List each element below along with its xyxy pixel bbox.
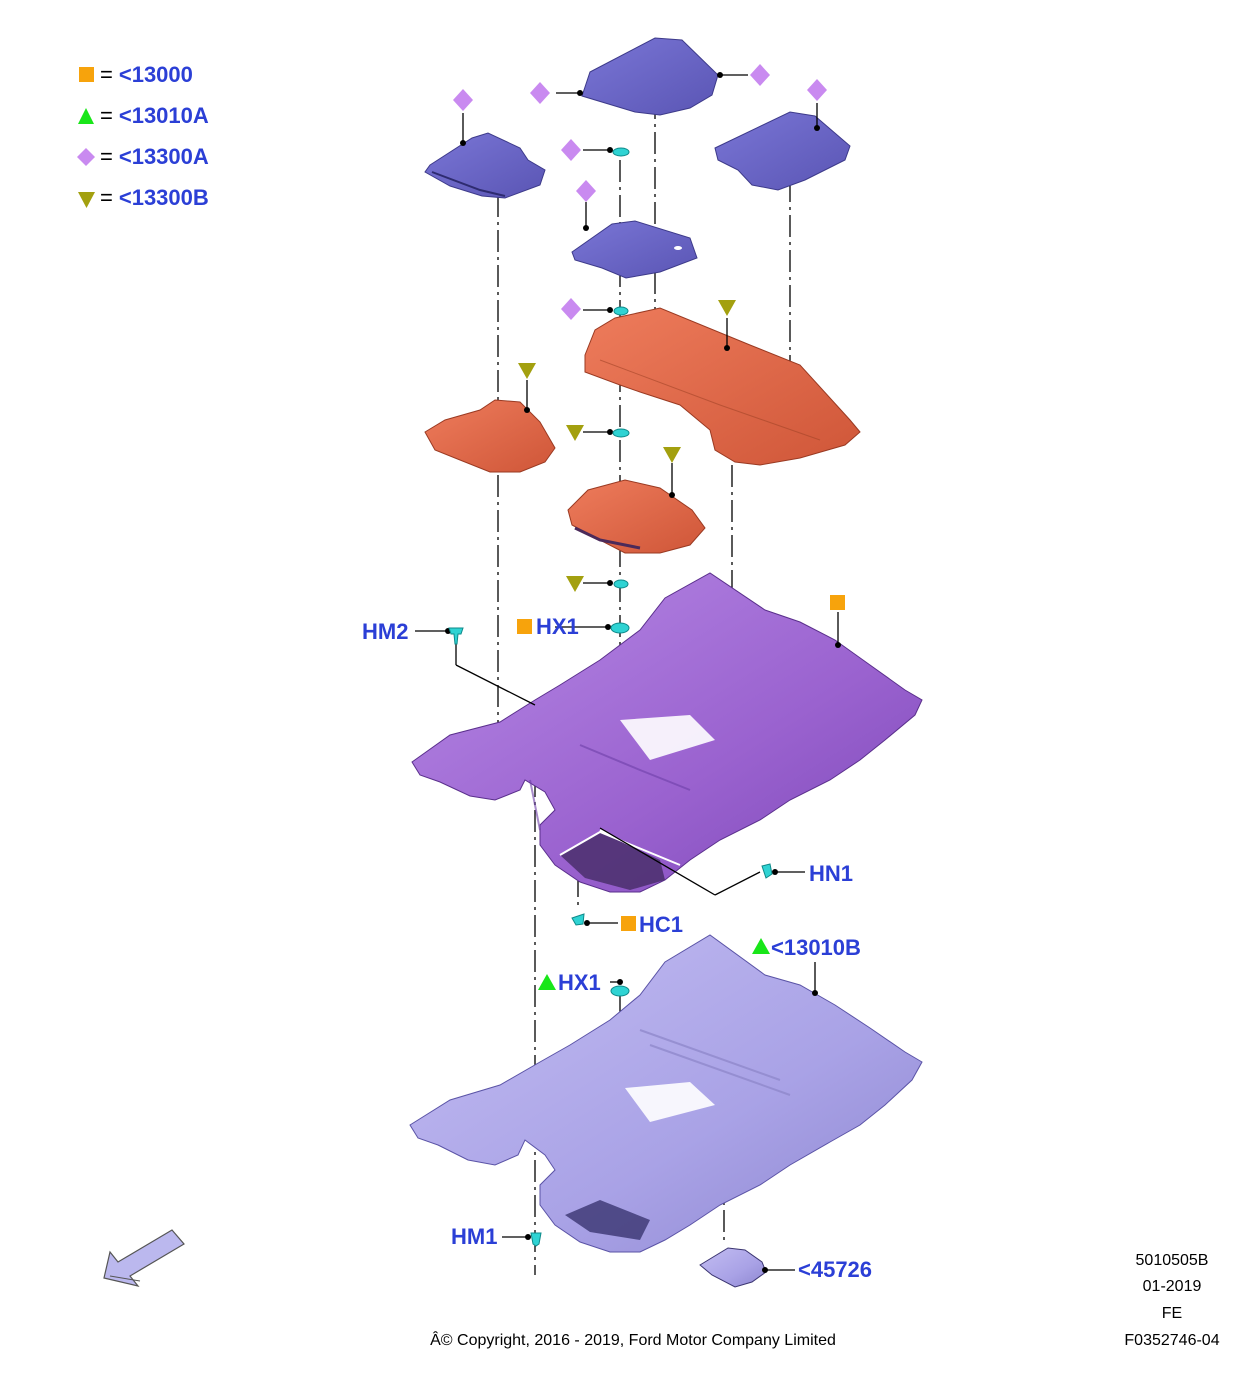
insulator-front-left (424, 399, 556, 473)
violet-diamond-icon (807, 79, 827, 101)
clip-icon (612, 147, 630, 157)
clip-icon (613, 306, 629, 316)
clip-icon (530, 1232, 542, 1247)
callout-45726: <45726 (798, 1257, 873, 1282)
olive-triangle-icon (566, 576, 584, 592)
green-triangle-icon (538, 974, 556, 990)
legend-label: <13300B (118, 185, 209, 210)
callout-hm1: HM1 (451, 1224, 498, 1249)
orange-square-icon (621, 916, 636, 931)
violet-diamond-icon (750, 64, 770, 86)
callout-hx1-lower: HX1 (558, 970, 601, 995)
copyright-notice: Â© Copyright, 2016 - 2019, Ford Motor Co… (0, 1332, 1260, 1350)
callout-hc1: HC1 (639, 912, 684, 937)
legend-symbols (77, 67, 95, 208)
direction-arrow-icon (103, 1229, 185, 1287)
violet-diamond-icon (561, 298, 581, 320)
legend-label: <13010A (118, 103, 209, 128)
legend-label: <13300A (118, 144, 209, 169)
legend-item-13000: =<13000 (100, 62, 193, 87)
clip-icon (571, 913, 585, 926)
bracket-part (699, 1247, 767, 1288)
legend-green-triangle-icon (78, 108, 94, 124)
clip-icon (610, 985, 630, 997)
insulator-rear (584, 307, 861, 466)
legend-label: <13000 (118, 62, 193, 87)
violet-diamond-icon (561, 139, 581, 161)
clip-icon (612, 428, 630, 438)
floor-mat-center (571, 220, 698, 279)
legend-olive-triangle-icon (78, 192, 95, 208)
olive-triangle-icon (518, 363, 536, 379)
insulator-center (567, 479, 706, 554)
legend-item-13300a: =<13300A (100, 144, 209, 169)
violet-diamond-icon (530, 82, 550, 104)
olive-triangle-icon (566, 425, 584, 441)
clip-icon (448, 627, 464, 645)
clip-icon (761, 863, 773, 879)
green-triangle-icon (752, 938, 770, 954)
legend-violet-diamond-icon (77, 148, 95, 166)
leader-dots (445, 72, 841, 1273)
callout-hn1: HN1 (809, 861, 854, 886)
orange-square-icon (517, 619, 532, 634)
floor-covering-lower (409, 934, 923, 1253)
clip-icon (610, 622, 630, 634)
clip-icon (613, 579, 629, 589)
fastener-clips (448, 147, 773, 1247)
floor-mat-rear-center (581, 37, 719, 116)
legend-item-13300b: =<13300B (100, 185, 209, 210)
floor-covering-upper (411, 572, 923, 893)
floor-mat-front-right (714, 111, 851, 191)
callout-hm2: HM2 (362, 619, 409, 644)
diagram-region: FE (1161, 1305, 1183, 1322)
olive-triangle-icon (663, 447, 681, 463)
callout-symbols (453, 64, 845, 990)
legend-orange-square-icon (79, 67, 94, 82)
floor-mat-front-left (424, 132, 546, 199)
diagram-code: 5010505B (1135, 1252, 1209, 1269)
callout-13010b: <13010B (771, 935, 861, 960)
legend-item-13010a: =<13010A (100, 103, 209, 128)
copyright-text: Â© Copyright, 2016 - 2019, Ford Motor Co… (430, 1332, 836, 1349)
figure-id: F0352746-04 (1124, 1332, 1220, 1349)
diagram-date: 01-2019 (1142, 1278, 1202, 1295)
violet-diamond-icon (576, 180, 596, 202)
violet-diamond-icon (453, 89, 473, 111)
callout-hx1-upper: HX1 (536, 614, 579, 639)
orange-square-icon (830, 595, 845, 610)
olive-triangle-icon (718, 300, 736, 316)
